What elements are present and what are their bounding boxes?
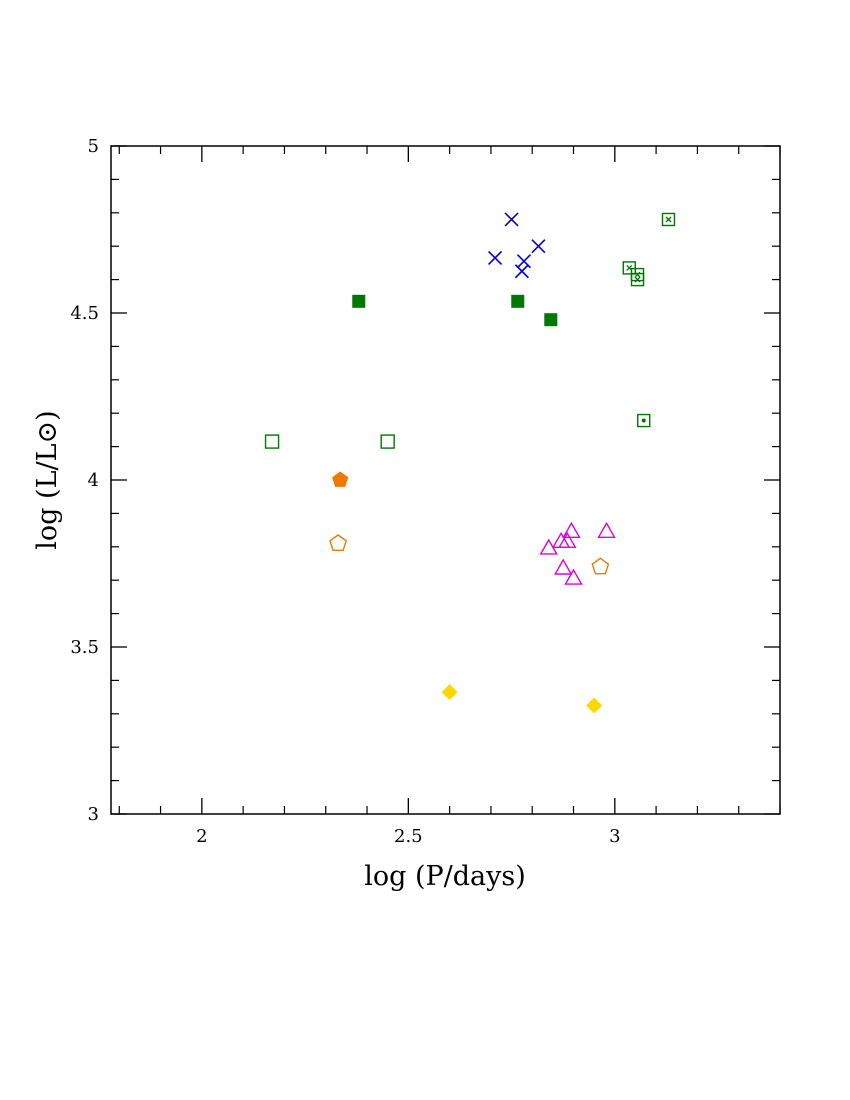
- y-tick-label: 4.5: [70, 303, 99, 324]
- y-tick-label: 3: [88, 804, 99, 825]
- data-point-triangle-open: [597, 521, 616, 538]
- data-point-cross: [487, 250, 503, 265]
- x-tick-label: 3: [609, 826, 620, 847]
- data-point-cross: [504, 212, 519, 227]
- axis-ticks: [111, 145, 781, 815]
- data-point-square-open: [264, 434, 280, 449]
- data-point-square-filled: [511, 294, 525, 308]
- data-point-square-dot: [637, 413, 651, 428]
- data-point-triangle-open: [553, 558, 573, 575]
- data-point-triangle-open: [562, 521, 581, 538]
- x-tick-label: 2: [196, 826, 207, 847]
- y-tick-label: 5: [88, 136, 99, 157]
- data-point-cross: [516, 254, 532, 269]
- data-point-diamond-filled: [441, 684, 458, 701]
- y-tick-label: 4: [88, 470, 99, 491]
- data-point-square-cross: [630, 272, 645, 287]
- data-points: [264, 212, 676, 714]
- y-tick-label: 3.5: [70, 637, 99, 658]
- data-point-square-filled: [352, 294, 366, 308]
- data-point-triangle-open: [564, 568, 583, 585]
- data-point-square-cross: [661, 212, 676, 227]
- data-point-pentagon-open: [591, 557, 610, 575]
- data-point-square-filled: [544, 313, 558, 327]
- x-axis-label: log (P/days): [364, 861, 526, 892]
- tick-labels: 2 2.5 3 3 3.5 4 4.5 5: [70, 136, 620, 847]
- data-point-pentagon-open: [329, 534, 348, 551]
- y-axis-label: log (L/L⊙): [32, 410, 63, 549]
- data-point-cross: [514, 264, 529, 279]
- data-point-triangle-open: [558, 531, 577, 548]
- data-point-pentagon-filled: [332, 471, 349, 487]
- data-point-square-open: [380, 434, 395, 449]
- x-tick-label: 2.5: [394, 826, 423, 847]
- data-point-diamond-filled: [586, 697, 603, 714]
- plot-frame: [110, 145, 781, 815]
- data-point-cross: [531, 239, 546, 254]
